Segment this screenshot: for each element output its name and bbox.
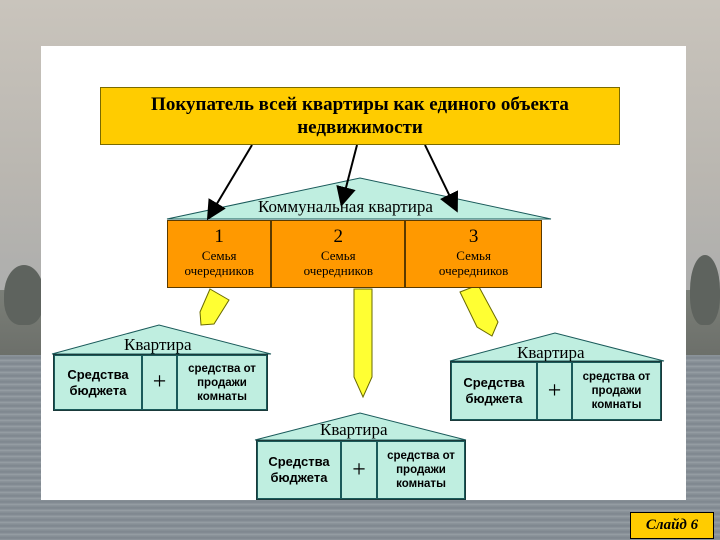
budget-funds-cell: Средства бюджета	[54, 355, 142, 410]
room-sale-funds-cell: средства от продажи комнаты	[177, 355, 267, 410]
family-line1: Семья	[320, 248, 356, 263]
apartment-box-left: Средства бюджета + средства от продажи к…	[53, 354, 268, 411]
background-tree	[690, 255, 720, 325]
communal-label: Коммунальная квартира	[258, 197, 433, 216]
families-row: 1 Семья очередников 2 Семья очередников …	[167, 220, 543, 288]
family-cell-1: 1 Семья очередников	[167, 220, 272, 288]
room-sale-funds-cell: средства от продажи комнаты	[572, 362, 661, 420]
family-line2: очередников	[438, 263, 509, 278]
apartment-label-right: Квартира	[517, 343, 585, 362]
slide-number-badge: Слайд 6	[630, 512, 714, 539]
buyer-title-text: Покупатель всей квартиры как единого объ…	[151, 94, 569, 138]
family-line2: очередников	[303, 263, 373, 278]
budget-funds-cell: Средства бюджета	[257, 441, 341, 499]
family-cell-2: 2 Семья очередников	[271, 220, 406, 288]
room-sale-funds-cell: средства от продажи комнаты	[377, 441, 465, 499]
apartment-box-right: Средства бюджета + средства от продажи к…	[450, 361, 662, 421]
family-number: 1	[214, 226, 224, 247]
family-line1: Семья	[201, 248, 237, 263]
apartment-label-left: Квартира	[124, 335, 192, 354]
arrow-title-to-family-1	[206, 144, 253, 221]
yellow-arrow-right	[459, 284, 499, 337]
arrow-title-to-family-2	[336, 144, 358, 207]
family-cell-3: 3 Семья очередников	[405, 220, 543, 288]
plus-sign: +	[537, 362, 572, 420]
family-line2: очередников	[184, 263, 254, 278]
plus-sign: +	[341, 441, 377, 499]
arrow-title-to-family-3	[424, 144, 459, 213]
background-tree	[4, 265, 44, 325]
family-number: 2	[333, 226, 344, 247]
family-number: 3	[468, 226, 479, 247]
budget-funds-cell: Средства бюджета	[451, 362, 537, 420]
family-line1: Семья	[456, 248, 491, 263]
yellow-arrow-center	[353, 288, 373, 399]
apartment-label-bottom: Квартира	[320, 420, 388, 439]
yellow-arrow-left	[199, 288, 230, 326]
buyer-title-box: Покупатель всей квартиры как единого объ…	[100, 87, 620, 145]
plus-sign: +	[142, 355, 177, 410]
apartment-box-bottom: Средства бюджета + средства от продажи к…	[256, 440, 466, 500]
